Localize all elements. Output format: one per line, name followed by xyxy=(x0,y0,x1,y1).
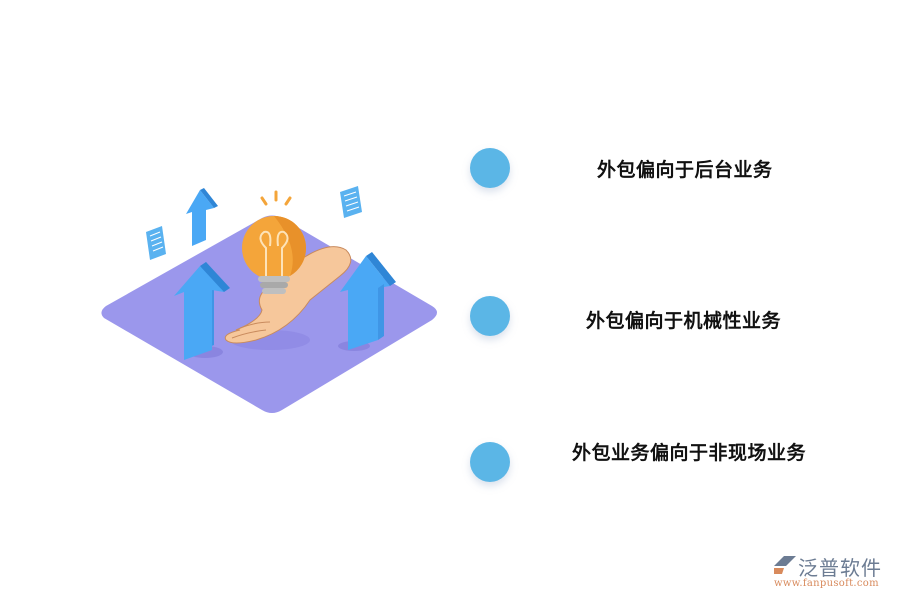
brand-logo: 泛普软件 www.fanpusoft.com xyxy=(768,552,898,596)
arrow-up-icon-right xyxy=(340,252,396,350)
item-label: 外包业务偏向于非现场业务 xyxy=(572,442,807,464)
arrow-up-icon-small xyxy=(186,188,218,246)
logo-name: 泛普软件 xyxy=(798,556,882,580)
bullet-dot xyxy=(470,296,510,336)
list-item: 外包偏向于后台业务 xyxy=(0,138,900,198)
list-item: 外包业务偏向于非现场业务 xyxy=(0,432,900,492)
illustration xyxy=(101,186,437,413)
document-icon-right xyxy=(340,186,362,218)
item-label: 外包偏向于后台业务 xyxy=(597,159,773,181)
hand-illustration xyxy=(224,246,352,344)
logo-url: www.fanpusoft.com xyxy=(774,578,879,589)
document-icon-left xyxy=(146,226,166,260)
bullet-dot xyxy=(470,148,510,188)
light-bulb-icon xyxy=(242,190,307,294)
arrow-up-icon-left xyxy=(174,262,230,360)
bullet-dot xyxy=(470,442,510,482)
logo-mark-icon xyxy=(774,556,796,574)
list-item: 外包偏向于机械性业务 xyxy=(0,286,900,346)
item-label: 外包偏向于机械性业务 xyxy=(586,310,782,332)
